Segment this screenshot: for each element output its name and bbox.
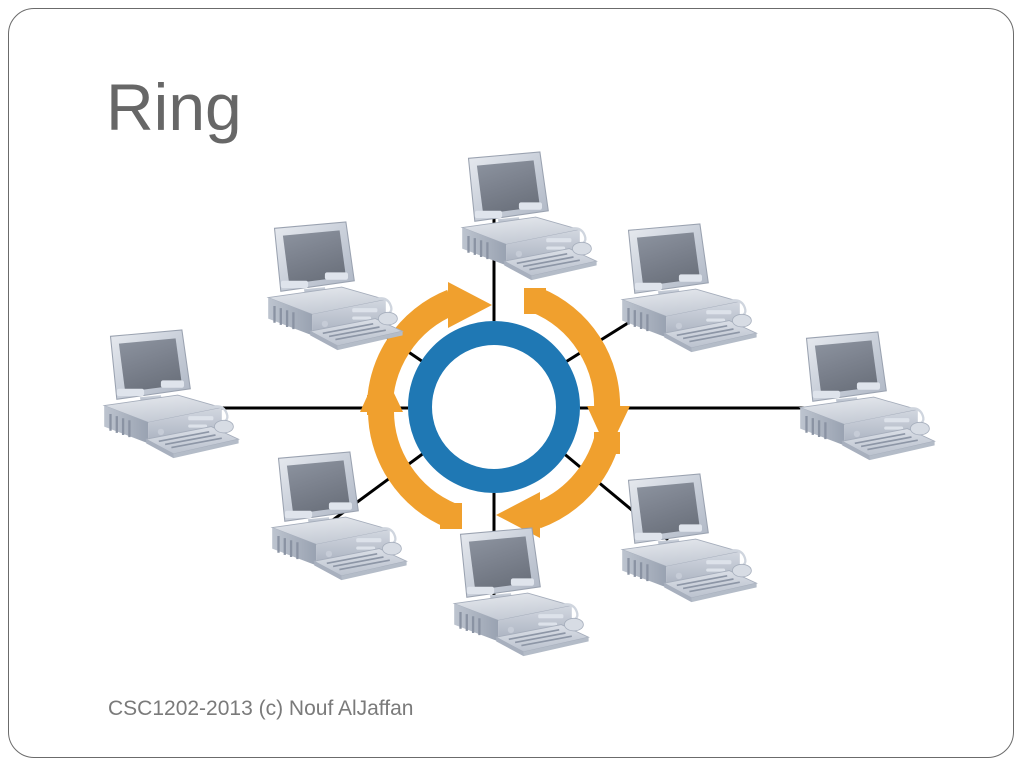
computer-northeast[interactable] [620,223,758,353]
computer-west[interactable] [102,329,240,459]
computer-icon [270,451,408,581]
computer-icon [620,473,758,603]
computer-icon [452,527,590,657]
computer-icon [266,221,404,351]
arrow-bottom-left-icon [360,366,462,529]
computer-north[interactable] [460,151,598,281]
computer-south[interactable] [452,527,590,657]
computer-icon [460,151,598,281]
ring-backbone [408,321,580,493]
computer-icon [620,223,758,353]
computer-nodes [102,151,936,657]
arrow-bottom-right-icon [496,432,620,538]
computer-southeast[interactable] [620,473,758,603]
clockwise-flow-arrows [360,282,630,538]
link-southwest [321,445,433,530]
computer-east[interactable] [798,331,936,461]
computer-southwest[interactable] [270,451,408,581]
slide-footer-credit: CSC1202-2013 (c) Nouf AlJaffan [108,697,414,720]
computer-icon [102,329,240,459]
computer-icon [798,331,936,461]
slide-title: Ring [106,70,242,144]
arrow-top-right-icon [524,287,630,452]
computer-northwest[interactable] [266,221,404,351]
